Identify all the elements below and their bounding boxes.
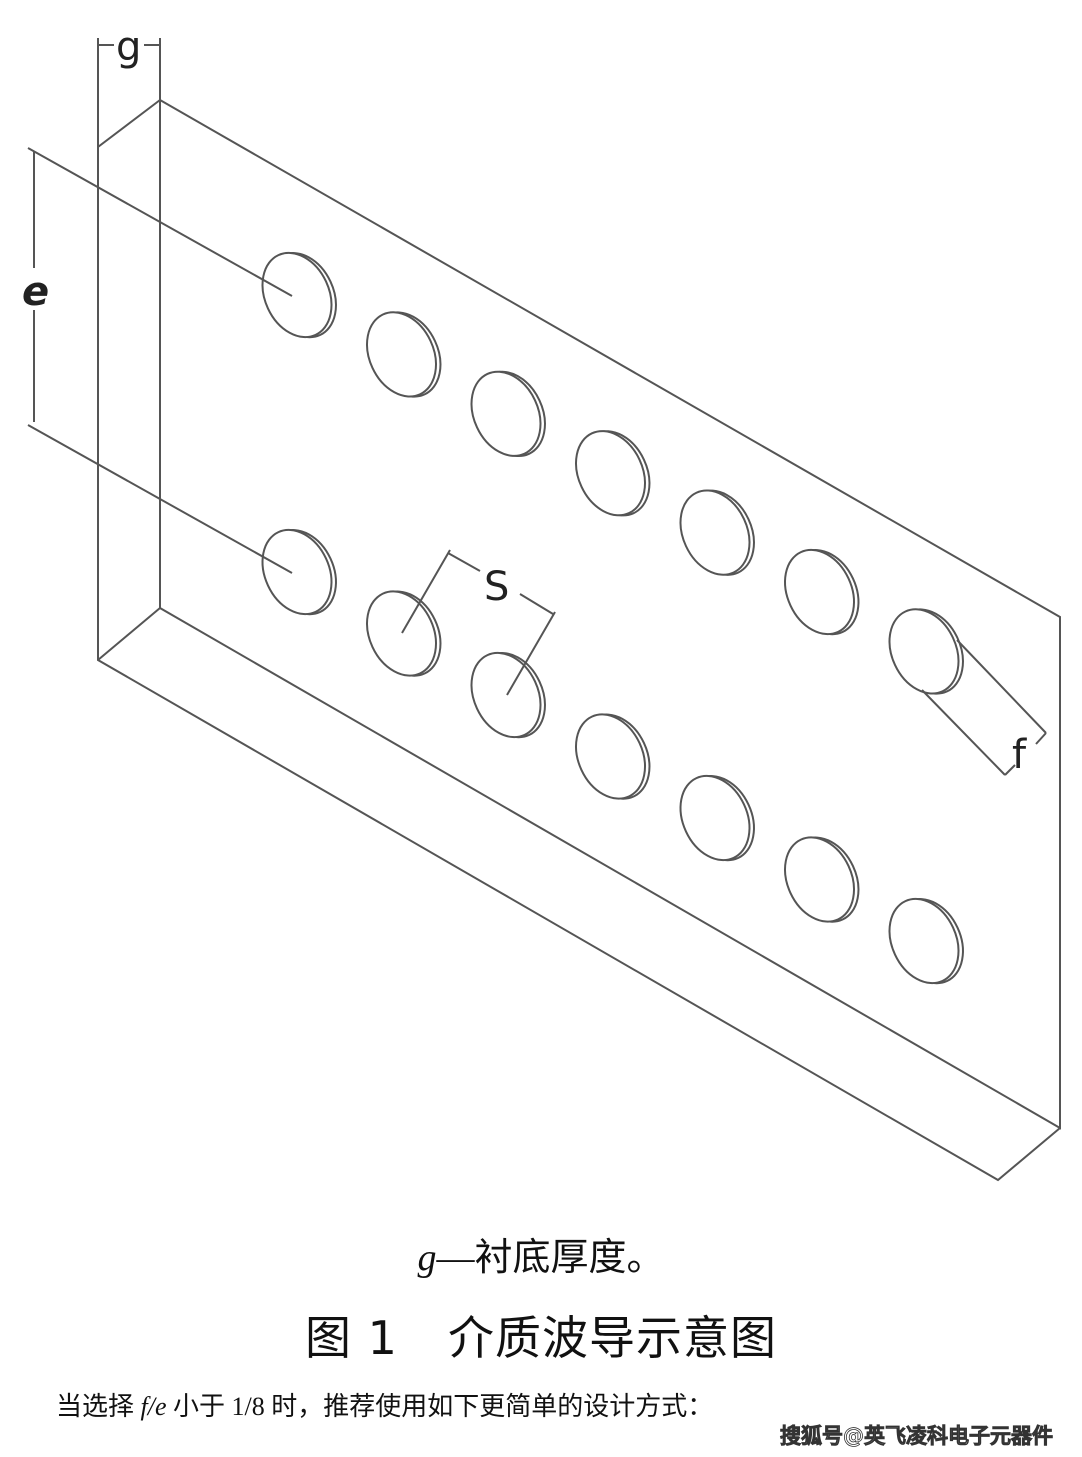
dielectric-waveguide-diagram: g e S f (22, 24, 1061, 1182)
hole (784, 836, 860, 923)
hole (575, 713, 651, 800)
hole (888, 608, 964, 695)
label-s: S (484, 564, 509, 610)
hole (679, 774, 755, 862)
figure-number: 图 1 (305, 1311, 398, 1365)
dimension-s: S (401, 549, 556, 696)
hole (261, 251, 337, 339)
hole (261, 528, 337, 616)
hole (470, 370, 546, 458)
dimension-f: f (921, 639, 1047, 778)
para-pre: 当选择 (56, 1392, 141, 1421)
legend-dash: — (436, 1237, 475, 1279)
dimension-e: e (22, 147, 293, 574)
label-f: f (1012, 732, 1027, 778)
hole (366, 311, 442, 398)
hole (470, 651, 546, 739)
para-post: 小于 1/8 时，推荐使用如下更简单的设计方式： (166, 1392, 714, 1421)
figure-caption: 图 1 介质波导示意图 (0, 1302, 1082, 1368)
label-g: g (116, 24, 141, 70)
hole (679, 489, 755, 576)
body-paragraph: 当选择 f/e 小于 1/8 时，推荐使用如下更简单的设计方式： (56, 1386, 713, 1423)
hole-array (261, 251, 964, 985)
legend-text: 衬底厚度 (474, 1237, 627, 1279)
hole (366, 590, 442, 677)
figure-title: 介质波导示意图 (447, 1311, 777, 1365)
substrate-block (97, 98, 1061, 1182)
watermark: 搜狐号@英飞凌科电子元器件 (780, 1424, 1054, 1449)
legend-symbol: g (417, 1237, 437, 1279)
hole (784, 548, 860, 636)
hole (888, 897, 964, 985)
bottom-left-edge (97, 607, 161, 661)
legend: g—衬底厚度。 (0, 1226, 1082, 1281)
label-e: e (22, 269, 49, 315)
dimension-g: g (97, 24, 161, 147)
legend-end: 。 (626, 1237, 665, 1279)
para-var: f/e (140, 1392, 167, 1421)
hole (575, 430, 651, 517)
